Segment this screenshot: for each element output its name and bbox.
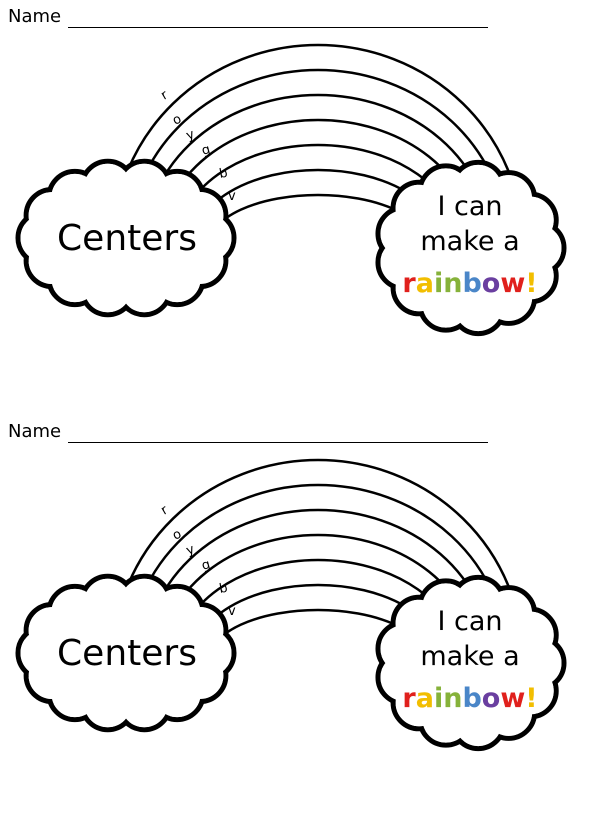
rainbow-letter: w <box>500 683 525 714</box>
name-input-line[interactable] <box>68 27 488 28</box>
rainbow-letter: n <box>443 683 462 714</box>
rainbow-letter: a <box>416 268 434 299</box>
band-letter-g: g <box>200 557 212 574</box>
cloud-body <box>402 188 538 308</box>
band-letter-g: g <box>200 142 212 159</box>
rainbow-drawing: r o y g b v Centers I can make a rainbow… <box>15 43 567 337</box>
clouds <box>15 573 567 752</box>
band-letter-y: y <box>184 127 197 144</box>
rainbow-arc <box>111 43 525 246</box>
band-letter-r: r <box>159 87 172 103</box>
band-letter-b: b <box>218 581 229 597</box>
rainbow-letter: i <box>434 683 443 714</box>
rainbow-letter: r <box>402 683 416 714</box>
band-letter-o: o <box>170 527 184 544</box>
cloud-body <box>402 603 538 723</box>
band-letter-v: v <box>228 604 236 619</box>
right-cloud <box>375 574 567 752</box>
name-input-line[interactable] <box>68 442 488 443</box>
rainbow-letter: o <box>482 683 501 714</box>
right-cloud <box>375 159 567 337</box>
rainbow-letter: n <box>443 268 462 299</box>
cloud-body <box>44 186 208 290</box>
left-cloud <box>15 573 237 733</box>
caption-line-1: I can <box>437 191 502 222</box>
rainbow-letter: ! <box>525 683 537 714</box>
left-cloud <box>15 158 237 318</box>
band-letter-b: b <box>218 166 229 182</box>
rainbow-letter: ! <box>525 268 537 299</box>
caption-line-1: I can <box>437 606 502 637</box>
name-label: Name <box>8 421 62 442</box>
rainbow-letter: w <box>500 268 525 299</box>
centers-title: Centers <box>57 218 197 259</box>
rainbow-letter: b <box>462 683 481 714</box>
caption-line-2: make a <box>420 226 519 257</box>
rainbow-letter: b <box>462 268 481 299</box>
rainbow-letter: a <box>416 683 434 714</box>
rainbow-letter: r <box>402 268 416 299</box>
band-letter-v: v <box>228 189 236 204</box>
cloud-body <box>44 601 208 705</box>
clouds <box>15 158 567 337</box>
rainbow-arc <box>111 458 525 661</box>
band-letter-r: r <box>159 502 172 518</box>
worksheet-top: r o y g b v Centers I can make a rainbow… <box>0 0 600 400</box>
caption-line-2: make a <box>420 641 519 672</box>
rainbow-word: rainbow! <box>402 683 537 714</box>
rainbow-drawing: r o y g b v Centers I can make a rainbow… <box>15 458 567 752</box>
worksheet-bottom: r o y g b v Centers I can make a rainbow… <box>0 415 600 815</box>
band-letter-o: o <box>170 112 184 129</box>
rainbow-word: rainbow! <box>402 268 537 299</box>
rainbow-letter: i <box>434 268 443 299</box>
centers-title: Centers <box>57 633 197 674</box>
name-label: Name <box>8 6 62 27</box>
band-letter-y: y <box>184 542 197 559</box>
rainbow-letter: o <box>482 268 501 299</box>
